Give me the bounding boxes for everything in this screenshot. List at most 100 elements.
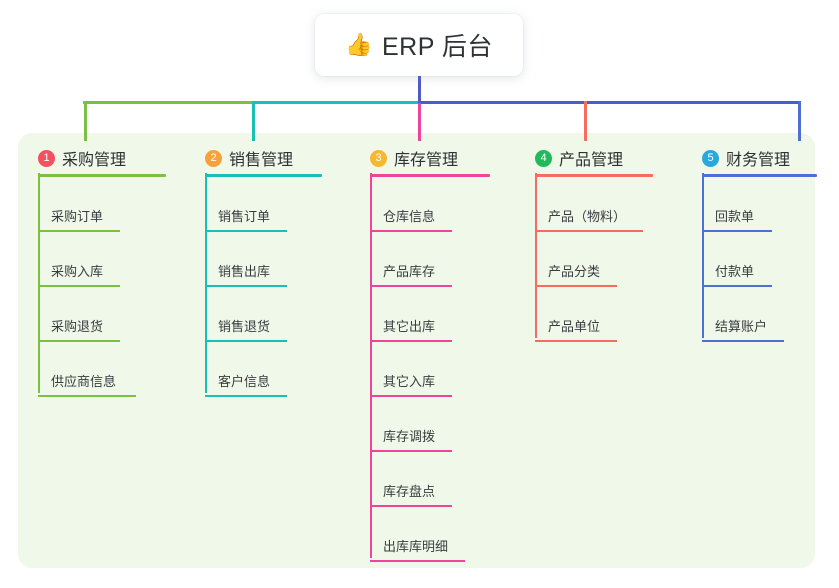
diagram-panel xyxy=(18,133,815,568)
leaf-item[interactable]: 采购入库 xyxy=(18,232,185,287)
leaf-item[interactable]: 仓库信息 xyxy=(350,177,515,232)
leaf-underline xyxy=(205,340,287,342)
leaf-label: 结算账户 xyxy=(715,319,768,334)
branch-spine xyxy=(702,173,704,338)
leaf-label: 销售退货 xyxy=(218,319,271,334)
leaf-label: 产品单位 xyxy=(548,319,601,334)
leaf-label: 供应商信息 xyxy=(51,374,117,389)
leaf-item[interactable]: 销售退货 xyxy=(185,287,350,342)
leaf-label: 产品（物料） xyxy=(548,209,627,224)
branch-spine xyxy=(370,173,372,558)
leaf-underline xyxy=(370,450,452,452)
branch-number-badge: 2 xyxy=(205,149,222,167)
branch-underline xyxy=(38,174,166,177)
leaf-underline xyxy=(370,340,452,342)
branch-title: 采购管理 xyxy=(62,152,127,169)
leaf-item[interactable]: 出库库明细 xyxy=(350,507,515,562)
leaf-item[interactable]: 结算账户 xyxy=(682,287,815,342)
branch-underline xyxy=(535,174,653,177)
leaf-label: 回款单 xyxy=(715,209,755,224)
leaf-item[interactable]: 采购退货 xyxy=(18,287,185,342)
leaf-item[interactable]: 产品单位 xyxy=(515,287,682,342)
branch-header[interactable]: 1 采购管理 xyxy=(18,143,185,177)
leaf-label: 销售出库 xyxy=(218,264,271,279)
leaf-label: 产品库存 xyxy=(383,264,436,279)
leaf-label: 付款单 xyxy=(715,264,755,279)
branch-title: 产品管理 xyxy=(559,152,624,169)
branch-stub-4 xyxy=(584,101,587,141)
thumbs-up-icon: 👍 xyxy=(345,32,373,57)
branch-leaf-list: 销售订单销售出库销售退货客户信息 xyxy=(185,173,350,397)
branch-spine xyxy=(38,173,40,393)
branch-销售管理: 2 销售管理销售订单销售出库销售退货客户信息 xyxy=(185,143,350,397)
branch-header[interactable]: 5 财务管理 xyxy=(682,143,817,177)
leaf-underline xyxy=(38,340,120,342)
page-title: 👍 ERP 后台 xyxy=(345,27,493,63)
leaf-underline xyxy=(535,340,617,342)
branch-stub-1 xyxy=(84,101,87,141)
leaf-label: 出库库明细 xyxy=(383,539,449,554)
branch-采购管理: 1 采购管理采购订单采购入库采购退货供应商信息 xyxy=(18,143,185,397)
branch-number-badge: 3 xyxy=(370,149,387,167)
leaf-label: 其它出库 xyxy=(383,319,436,334)
leaf-underline xyxy=(370,395,452,397)
leaf-item[interactable]: 其它出库 xyxy=(350,287,515,342)
branch-leaf-list: 采购订单采购入库采购退货供应商信息 xyxy=(18,173,185,397)
leaf-item[interactable]: 库存盘点 xyxy=(350,452,515,507)
branch-leaf-list: 仓库信息产品库存其它出库其它入库库存调拨库存盘点出库库明细 xyxy=(350,173,515,562)
leaf-label: 采购订单 xyxy=(51,209,104,224)
leaf-item[interactable]: 销售出库 xyxy=(185,232,350,287)
leaf-item[interactable]: 供应商信息 xyxy=(18,342,185,397)
branch-header[interactable]: 2 销售管理 xyxy=(185,143,350,177)
leaf-item[interactable]: 其它入库 xyxy=(350,342,515,397)
leaf-underline xyxy=(38,230,120,232)
leaf-label: 其它入库 xyxy=(383,374,436,389)
leaf-underline xyxy=(535,230,643,232)
leaf-item[interactable]: 产品分类 xyxy=(515,232,682,287)
leaf-label: 产品分类 xyxy=(548,264,601,279)
leaf-underline xyxy=(38,285,120,287)
leaf-item[interactable]: 采购订单 xyxy=(18,177,185,232)
branch-header[interactable]: 3 库存管理 xyxy=(350,143,515,177)
leaf-item[interactable]: 客户信息 xyxy=(185,342,350,397)
leaf-underline xyxy=(205,230,287,232)
branch-spine xyxy=(535,173,537,338)
branch-number-badge: 5 xyxy=(702,149,719,167)
leaf-item[interactable]: 销售订单 xyxy=(185,177,350,232)
leaf-underline xyxy=(702,230,772,232)
branch-财务管理: 5 财务管理回款单付款单结算账户 xyxy=(682,143,817,342)
root-title-card[interactable]: 👍 ERP 后台 xyxy=(315,14,523,76)
branch-title: 销售管理 xyxy=(229,152,294,169)
leaf-label: 采购退货 xyxy=(51,319,104,334)
leaf-label: 仓库信息 xyxy=(383,209,436,224)
leaf-item[interactable]: 付款单 xyxy=(682,232,815,287)
leaf-item[interactable]: 回款单 xyxy=(682,177,815,232)
leaf-label: 库存调拨 xyxy=(383,429,436,444)
branch-underline xyxy=(702,174,817,177)
leaf-item[interactable]: 库存调拨 xyxy=(350,397,515,452)
leaf-label: 采购入库 xyxy=(51,264,104,279)
connector-bar-segment xyxy=(419,101,800,104)
branch-库存管理: 3 库存管理仓库信息产品库存其它出库其它入库库存调拨库存盘点出库库明细 xyxy=(350,143,515,562)
branch-title: 财务管理 xyxy=(726,152,791,169)
leaf-underline xyxy=(370,560,465,562)
leaf-underline xyxy=(370,285,452,287)
connector-bar-segment xyxy=(253,101,419,104)
branch-stub-3 xyxy=(418,101,421,141)
branch-leaf-list: 产品（物料） 产品分类产品单位 xyxy=(515,173,682,342)
branch-number-badge: 1 xyxy=(38,149,55,167)
trunk-connector xyxy=(418,76,421,103)
leaf-underline xyxy=(535,285,617,287)
branch-spine xyxy=(205,173,207,393)
branch-stub-2 xyxy=(252,101,255,141)
leaf-label: 库存盘点 xyxy=(383,484,436,499)
leaf-item[interactable]: 产品库存 xyxy=(350,232,515,287)
leaf-label: 销售订单 xyxy=(218,209,271,224)
leaf-underline xyxy=(370,230,452,232)
leaf-item[interactable]: 产品（物料） xyxy=(515,177,682,232)
page-title-text: ERP 后台 xyxy=(382,33,493,61)
branch-title: 库存管理 xyxy=(394,152,459,169)
